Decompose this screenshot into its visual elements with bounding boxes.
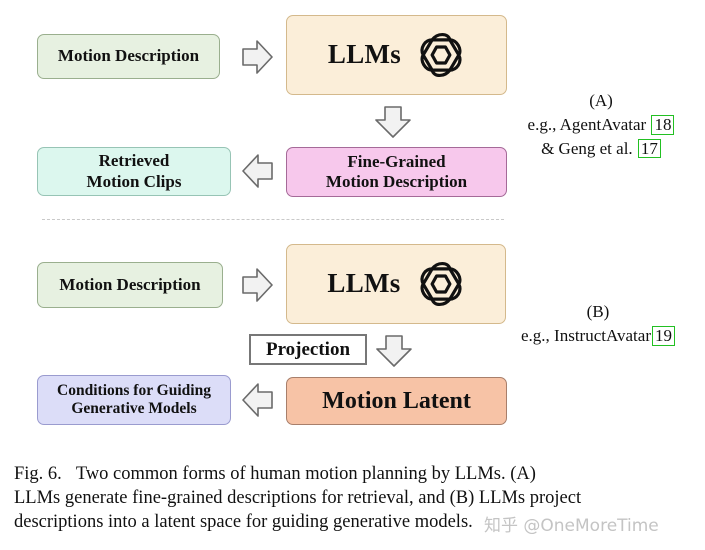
conditions-label-line2: Generative Models	[71, 400, 197, 417]
llm-label-a: LLMs	[327, 39, 402, 70]
projection-label-box: Projection	[249, 334, 367, 365]
caption-line1: Fig. 6.Two common forms of human motion …	[14, 464, 536, 484]
citation-17[interactable]: 17	[637, 138, 661, 159]
motion-latent-box: Motion Latent	[286, 377, 507, 425]
fine-grained-label-line1: Fine-Grained	[347, 151, 446, 171]
motion-description-box-b: Motion Description	[37, 262, 223, 308]
llm-box-a: LLMs	[286, 15, 507, 95]
conditions-box: Conditions for Guiding Generative Models	[37, 375, 231, 425]
caption-line2: LLMs generate fine-grained descriptions …	[14, 488, 582, 509]
motion-description-label-a: Motion Description	[57, 46, 200, 66]
reference-block-a: (A) e.g., AgentAvatar 18 & Geng et al. 1…	[506, 89, 696, 160]
down-arrow-icon-b	[376, 335, 412, 367]
right-arrow-icon-b	[242, 268, 273, 302]
openai-logo-icon	[420, 261, 462, 307]
motion-description-label-b: Motion Description	[59, 274, 201, 294]
fine-grained-label-line2: Motion Description	[325, 172, 468, 191]
citation-19[interactable]: 19	[651, 325, 675, 346]
motion-description-box-a: Motion Description	[37, 34, 220, 79]
fine-grained-description-box: Fine-Grained Motion Description	[286, 147, 507, 197]
ref-line2-a: & Geng et al. 17	[506, 137, 696, 161]
motion-latent-label: Motion Latent	[322, 387, 471, 414]
tag-a: (A)	[589, 91, 613, 110]
citation-18[interactable]: 18	[651, 114, 675, 135]
retrieved-label-line2: Motion Clips	[86, 171, 182, 191]
figure-caption: Fig. 6.Two common forms of human motion …	[14, 462, 686, 534]
retrieved-label-line1: Retrieved	[98, 151, 170, 171]
figure-number: Fig. 6.	[14, 464, 62, 484]
caption-line3: descriptions into a latent space for gui…	[14, 512, 473, 533]
section-divider	[42, 219, 504, 220]
ref-line1-a: e.g., AgentAvatar 18	[506, 113, 696, 137]
watermark: 知乎 @OneMoreTime	[484, 516, 659, 536]
right-arrow-icon-a	[242, 40, 273, 74]
llm-label-b: LLMs	[327, 268, 401, 299]
left-arrow-icon-b	[242, 383, 273, 417]
down-arrow-icon-a	[375, 106, 411, 138]
conditions-label-line1: Conditions for Guiding	[57, 381, 211, 399]
tag-b: (B)	[586, 302, 610, 321]
projection-label: Projection	[265, 338, 351, 360]
llm-box-b: LLMs	[286, 244, 506, 324]
retrieved-motion-clips-box: Retrieved Motion Clips	[37, 147, 231, 196]
openai-logo-icon	[420, 32, 462, 78]
left-arrow-icon-a	[242, 154, 273, 188]
